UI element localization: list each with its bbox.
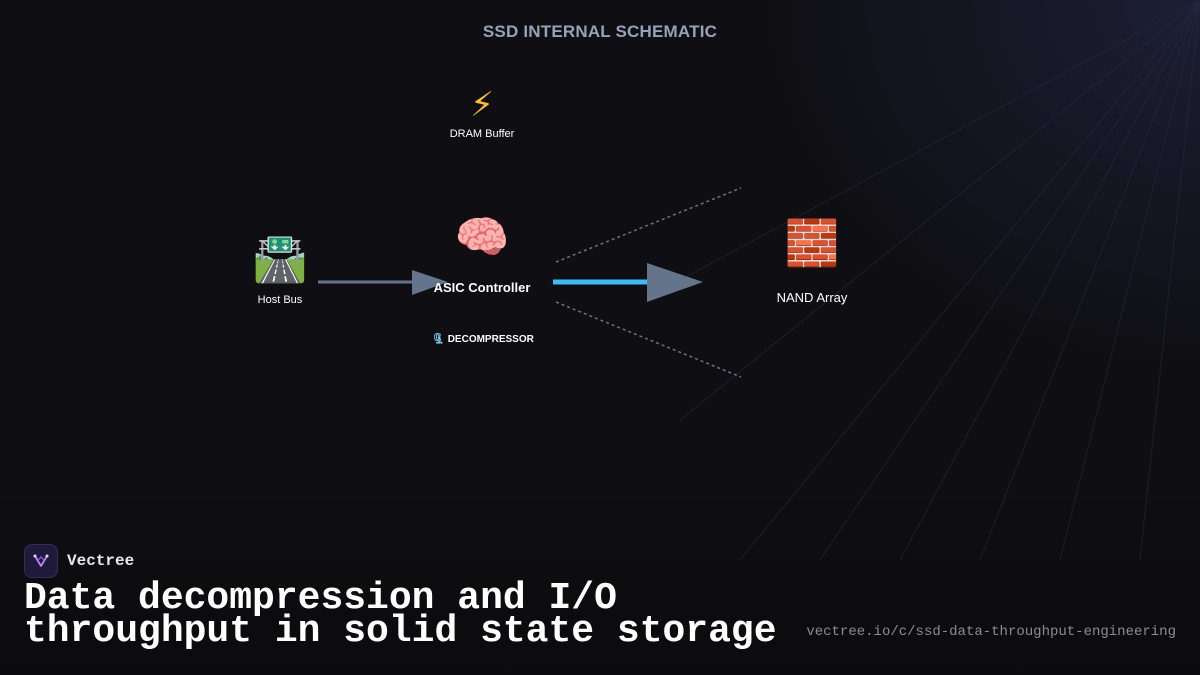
decompressor-tag: 🗜DECOMPRESSOR <box>432 334 534 345</box>
dram-buffer-node: ⚡ DRAM Buffer <box>432 88 532 140</box>
lightning-icon: ⚡ <box>470 85 494 125</box>
motorway-icon: 🛣️ <box>252 234 308 285</box>
dotted-line-lower <box>555 301 742 378</box>
decompressor-label: DECOMPRESSOR <box>447 334 534 345</box>
nand-array-node: 🧱 NAND Array <box>762 218 862 306</box>
host-to-asic-arrowhead <box>412 270 448 295</box>
vectree-logo-icon <box>24 544 58 578</box>
nand-array-label: NAND Array <box>776 290 848 305</box>
asic-controller-label: ASIC Controller <box>433 280 531 295</box>
dotted-line-upper <box>555 187 742 263</box>
brand: Vectree <box>24 544 134 578</box>
background-rays <box>680 0 1200 560</box>
brand-name: Vectree <box>67 552 135 570</box>
brain-icon: 🧠 <box>454 212 510 263</box>
brick-icon: 🧱 <box>784 218 840 269</box>
headline: Data decompression and I/O throughput in… <box>24 577 777 653</box>
dram-buffer-label: DRAM Buffer <box>449 128 515 140</box>
host-bus-node: 🛣️ Host Bus <box>240 234 320 307</box>
source-url: vectree.io/c/ssd-data-throughput-enginee… <box>806 624 1176 640</box>
asic-controller-node: 🧠 ASIC Controller <box>422 212 542 296</box>
diagram-title: SSD INTERNAL SCHEMATIC <box>482 22 718 41</box>
host-bus-label: Host Bus <box>257 294 303 306</box>
clamp-icon: 🗜 <box>432 334 445 345</box>
asic-to-nand-arrowhead <box>647 263 703 302</box>
